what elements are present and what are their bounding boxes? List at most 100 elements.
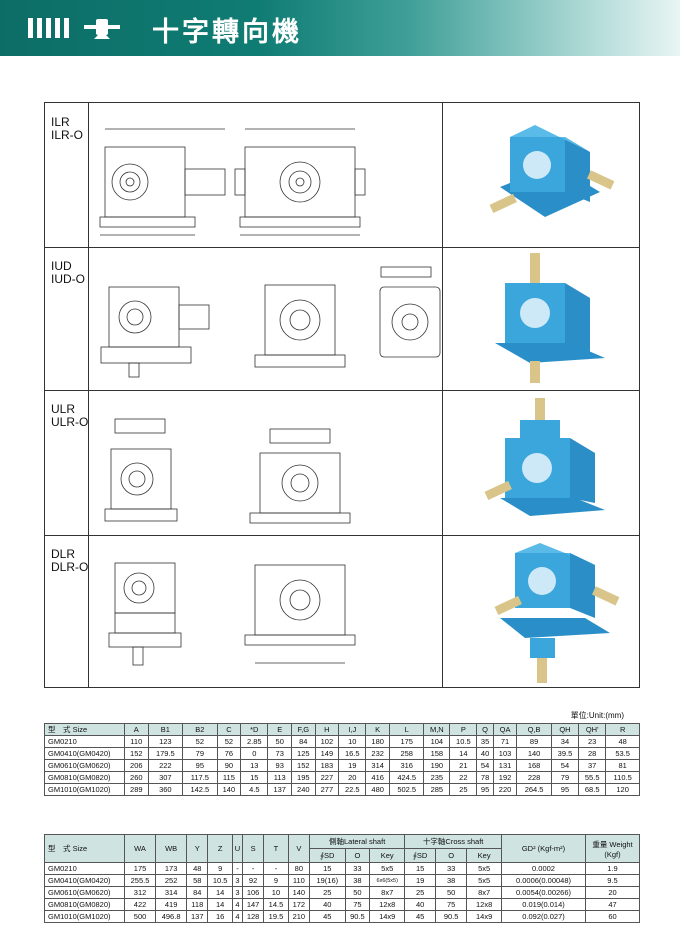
table-cell: 52 bbox=[182, 735, 218, 748]
table-cell: 54 bbox=[476, 759, 494, 772]
model-label-dlr: DLR DLR-O bbox=[51, 547, 89, 574]
table-cell: 210 bbox=[287, 910, 310, 923]
table-cell: 158 bbox=[423, 747, 451, 760]
table1-size-header: 型 式 Size bbox=[44, 723, 125, 736]
table-cell: 95 bbox=[476, 783, 494, 796]
dimension-table-2: 型 式 Size WA WB Y Z U S T V 側軸Lateral sha… bbox=[44, 834, 640, 923]
table2-header-cell: S bbox=[241, 834, 265, 863]
table-cell: 0.0054(0.00266) bbox=[501, 886, 586, 899]
table-cell: 173 bbox=[155, 862, 188, 875]
table1-header-cell: *D bbox=[240, 723, 269, 736]
table-cell: 75 bbox=[435, 898, 468, 911]
table2-header-cell: T bbox=[263, 834, 289, 863]
table1-header-cell: L bbox=[388, 723, 425, 736]
table-cell: 79 bbox=[182, 747, 218, 760]
table1-header-cell: B1 bbox=[147, 723, 184, 736]
table-cell: 312 bbox=[123, 886, 157, 899]
table-cell: 110 bbox=[124, 735, 149, 748]
ilr-product-photo bbox=[489, 125, 615, 217]
ilr-technical-drawing bbox=[99, 128, 366, 236]
page-title: 十字轉向機 bbox=[152, 17, 302, 48]
table-cell: 147 bbox=[241, 898, 265, 911]
table-cell: 4.5 bbox=[240, 783, 269, 796]
table1-header-cell: I,J bbox=[338, 723, 367, 736]
table-cell: 15 bbox=[404, 862, 437, 875]
table1-header-cell: QH bbox=[550, 723, 580, 736]
table2-header-cell: WA bbox=[123, 834, 157, 863]
table-cell: 285 bbox=[423, 783, 451, 796]
table2-header-cell: Z bbox=[207, 834, 233, 863]
unit-note: 單位:Unit:(mm) bbox=[570, 711, 624, 720]
table-cell: 8x7 bbox=[466, 886, 502, 899]
table2-header-row-1: 型 式 Size WA WB Y Z U S T V 側軸Lateral sha… bbox=[44, 834, 640, 863]
table-cell: 14 bbox=[207, 898, 233, 911]
table-cell: 22.5 bbox=[338, 783, 367, 796]
table-cell: 14 bbox=[207, 886, 233, 899]
table-cell: GM1010(GM1020) bbox=[44, 783, 125, 796]
table1-header-cell: B2 bbox=[182, 723, 218, 736]
table-cell: 5x5 bbox=[369, 862, 406, 875]
table-cell: 48 bbox=[605, 735, 640, 748]
table-cell: 424.5 bbox=[388, 771, 425, 784]
table-cell: 14x9 bbox=[466, 910, 502, 923]
table1-header-cell: M,N bbox=[423, 723, 451, 736]
table1-header-cell: Q bbox=[476, 723, 494, 736]
gd-header: GD² (Kgf-m²) bbox=[501, 834, 586, 863]
table2-size-header: 型 式 Size bbox=[44, 834, 125, 863]
table2-header-cell: Y bbox=[186, 834, 209, 863]
drawing-grid: ILR ILR-O IUD IUD-O ULR ULR-O DLR DLR-O bbox=[44, 102, 640, 688]
dlr-technical-drawing bbox=[108, 562, 356, 666]
table-cell: 12x8 bbox=[466, 898, 502, 911]
table-cell: 16.5 bbox=[338, 747, 367, 760]
table-cell: 79 bbox=[550, 771, 580, 784]
table-cell: 50 bbox=[435, 886, 468, 899]
table-cell: 240 bbox=[291, 783, 316, 796]
table-cell: 40 bbox=[308, 898, 346, 911]
table-cell: 16 bbox=[207, 910, 233, 923]
table-cell: 222 bbox=[147, 759, 184, 772]
table-cell: 13 bbox=[240, 759, 269, 772]
table-cell: 113 bbox=[267, 771, 292, 784]
table-cell: 19(16) bbox=[308, 874, 346, 887]
table-cell: 90 bbox=[216, 759, 242, 772]
gearbox-logo-icon bbox=[84, 19, 120, 39]
table1-header-cell: P bbox=[449, 723, 478, 736]
table-cell: 0.019(0.014) bbox=[501, 898, 586, 911]
table-cell: 19 bbox=[338, 759, 367, 772]
table-cell: 53.5 bbox=[605, 747, 640, 760]
table-cell: 9 bbox=[207, 862, 233, 875]
table-cell: 20 bbox=[585, 886, 640, 899]
table-cell: - bbox=[241, 862, 265, 875]
table1-header-cell: Q,B bbox=[516, 723, 552, 736]
table-cell: 228 bbox=[516, 771, 552, 784]
table-cell: 416 bbox=[365, 771, 390, 784]
table-cell: 235 bbox=[423, 771, 451, 784]
table-cell: 120 bbox=[605, 783, 640, 796]
table2-subheader-cell: Key bbox=[466, 848, 502, 863]
table-cell: 21 bbox=[449, 759, 478, 772]
table2-header-cell: V bbox=[287, 834, 310, 863]
table1-header-cell: A bbox=[124, 723, 149, 736]
table2-subheader-cell: ∮SD bbox=[308, 848, 346, 863]
table-cell: 3 bbox=[231, 874, 243, 887]
table-cell: GM0410(GM0420) bbox=[44, 747, 125, 760]
table-cell: 35 bbox=[476, 735, 494, 748]
table1-header-cell: H bbox=[314, 723, 340, 736]
table-cell: 14.5 bbox=[263, 898, 289, 911]
table-cell: 40 bbox=[476, 747, 494, 760]
table-cell: 258 bbox=[388, 747, 425, 760]
table-cell: 137 bbox=[186, 910, 209, 923]
table-cell: 183 bbox=[314, 759, 340, 772]
table-cell: 0.0002 bbox=[501, 862, 586, 875]
table-cell: 2.85 bbox=[240, 735, 269, 748]
table-cell: 264.5 bbox=[516, 783, 552, 796]
table-cell: - bbox=[231, 862, 243, 875]
table1-header-cell: C bbox=[216, 723, 242, 736]
table-cell: 314 bbox=[365, 759, 390, 772]
